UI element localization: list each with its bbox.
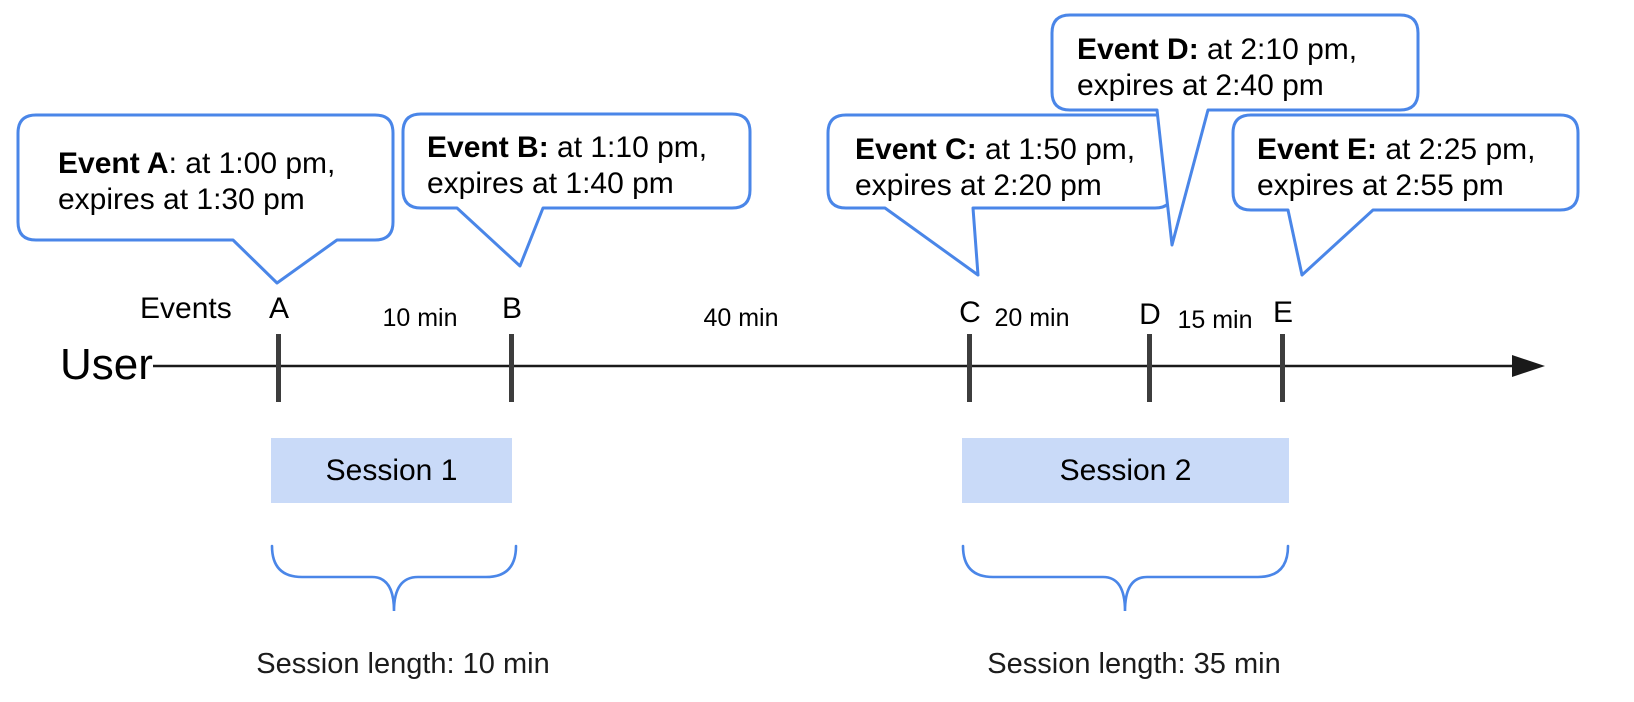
event-b-bubble-line2: expires at 1:40 pm [427, 167, 674, 200]
event-letter-e: E [1272, 296, 1294, 329]
event-b-bubble-text: Event B: at 1:10 pm, expires at 1:40 pm [427, 130, 707, 202]
session-1-label: Session 1 [325, 453, 458, 487]
timeline-arrowhead-icon [1512, 355, 1545, 377]
user-label: User [60, 340, 153, 389]
tick-event-e [1280, 334, 1285, 402]
gap-label-b-c: 40 min [703, 304, 779, 332]
event-e-bubble-line2: expires at 2:55 pm [1257, 169, 1504, 202]
event-letter-b: B [501, 292, 523, 325]
tick-event-d [1147, 334, 1152, 402]
event-e-bubble-text: Event E: at 2:25 pm, expires at 2:55 pm [1257, 132, 1535, 204]
event-c-bubble-line1: Event C: at 1:50 pm, [855, 133, 1136, 166]
session-2-bar: Session 2 [962, 438, 1289, 503]
event-a-bubble-line2: expires at 1:30 pm [58, 183, 305, 216]
session-1-bar: Session 1 [271, 438, 512, 503]
session-1-length-label: Session length: 10 min [256, 648, 550, 680]
gap-label-a-b: 10 min [382, 304, 458, 332]
event-letter-c: C [959, 296, 981, 329]
event-a-callout-bubble [16, 113, 395, 285]
event-d-bubble-line2: expires at 2:40 pm [1077, 69, 1324, 102]
gap-label-c-d: 20 min [994, 304, 1070, 332]
event-d-bubble-line1: Event D: at 2:10 pm, [1077, 33, 1358, 66]
session-1-brace [270, 544, 518, 612]
event-c-bubble-text: Event C: at 1:50 pm, expires at 2:20 pm [855, 132, 1135, 204]
tick-event-c [967, 334, 972, 402]
session-2-length-label: Session length: 35 min [987, 648, 1281, 680]
tick-event-b [509, 334, 514, 402]
gap-label-d-e: 15 min [1177, 306, 1253, 334]
event-letter-d: D [1139, 298, 1161, 331]
event-a-bubble-line1: Event A: at 1:00 pm, [58, 147, 336, 180]
event-b-callout-bubble [401, 112, 752, 268]
tick-event-a [276, 334, 281, 402]
event-e-bubble-line1: Event E: at 2:25 pm, [1257, 133, 1536, 166]
event-d-bubble-text: Event D: at 2:10 pm, expires at 2:40 pm [1077, 32, 1357, 104]
event-c-bubble-line2: expires at 2:20 pm [855, 169, 1102, 202]
events-axis-label: Events [140, 292, 232, 325]
session-2-label: Session 2 [1059, 453, 1192, 487]
event-b-bubble-line1: Event B: at 1:10 pm, [427, 131, 708, 164]
event-d-callout-bubble [1050, 13, 1420, 247]
event-letter-a: A [268, 292, 290, 325]
event-a-bubble-text: Event A: at 1:00 pm, expires at 1:30 pm [58, 146, 335, 218]
event-e-callout-bubble [1231, 113, 1580, 277]
session-2-brace [961, 544, 1290, 612]
